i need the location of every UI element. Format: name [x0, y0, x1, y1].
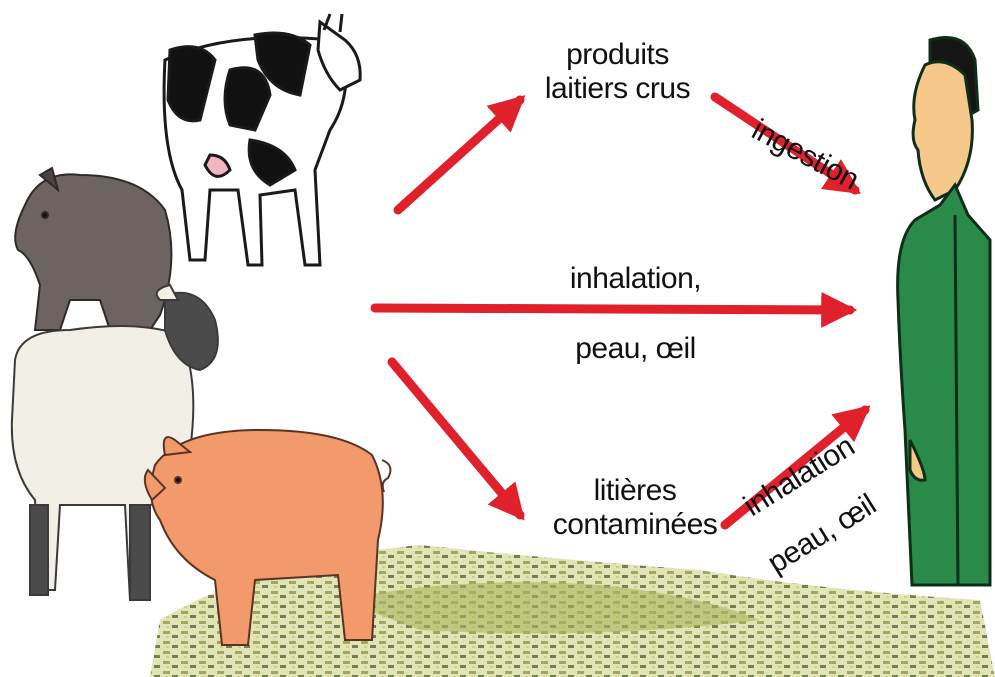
litter-label: litières contaminées — [540, 474, 730, 542]
man-icon — [898, 38, 990, 586]
inhalation-direct-line2: peau, œil — [548, 332, 723, 366]
arrow-to-litter — [392, 362, 520, 515]
arrow-to-dairy — [398, 100, 520, 210]
arrow-inhalation-direct — [375, 308, 850, 310]
litter-line1: litières — [540, 474, 730, 508]
raw-dairy-line2: laitiers crus — [530, 72, 705, 106]
inhalation-direct-line1: inhalation, — [548, 262, 723, 296]
boar-icon — [15, 168, 171, 330]
raw-dairy-label: produits laitiers crus — [530, 38, 705, 106]
litter-line2: contaminées — [540, 508, 730, 542]
raw-dairy-line1: produits — [530, 38, 705, 72]
cow-icon — [164, 14, 360, 265]
